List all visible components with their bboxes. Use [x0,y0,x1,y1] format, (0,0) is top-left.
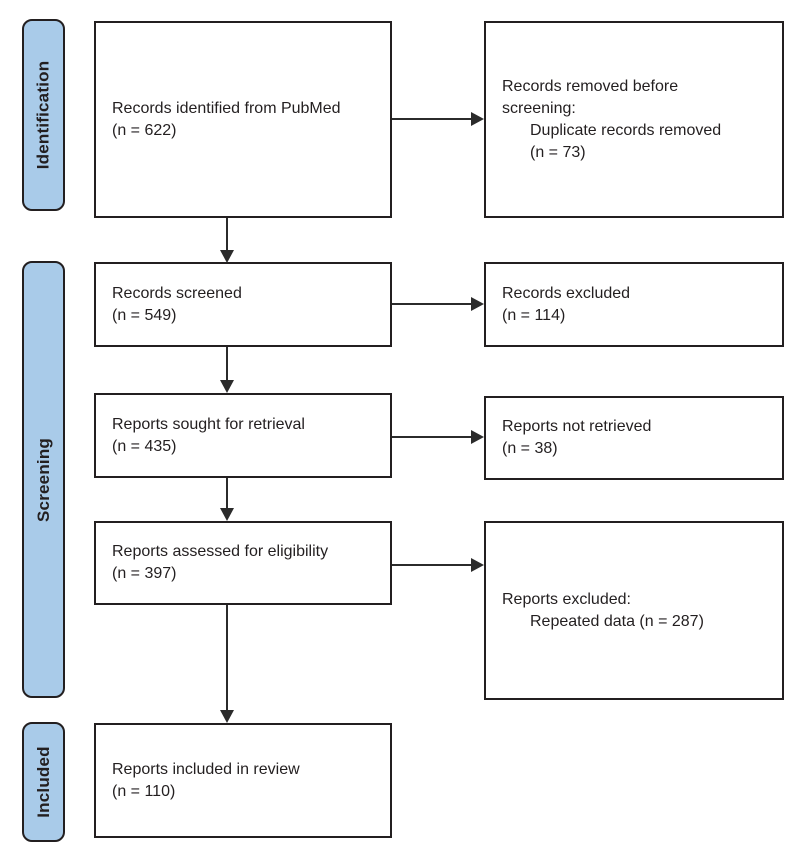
arrow-sought-to-assessed [220,478,234,521]
box-reports-assessed: Reports assessed for eligibility (n = 39… [94,521,392,605]
box-line: (n = 397) [112,565,177,582]
box-records-identified: Records identified from PubMed (n = 622) [94,21,392,218]
box-reports-sought-text: Reports sought for retrieval (n = 435) [96,408,390,464]
box-line: (n = 73) [530,143,586,161]
box-records-removed: Records removed before screening: Duplic… [484,21,784,218]
box-records-removed-text: Records removed before screening: Duplic… [486,70,782,170]
box-line: screening: [502,99,576,117]
stage-included: Included [22,722,65,842]
box-records-screened: Records screened (n = 549) [94,262,392,347]
box-line: Reports excluded: [502,590,631,608]
arrow-screened-to-excluded [392,297,484,311]
box-line: Duplicate records removed [530,121,722,139]
box-line: Reports assessed for eligibility [112,543,329,560]
box-line: (n = 435) [112,437,177,455]
box-line: (n = 114) [502,306,566,324]
box-reports-excluded-text: Reports excluded: Repeated data (n = 287… [486,583,782,639]
box-reports-not-retrieved-text: Reports not retrieved (n = 38) [486,410,782,466]
box-line: (n = 110) [112,782,176,800]
arrow-identified-to-removed [392,112,484,126]
box-reports-assessed-text: Reports assessed for eligibility (n = 39… [96,535,390,591]
arrow-assessed-to-reports-excluded [392,558,484,572]
box-records-excluded: Records excluded (n = 114) [484,262,784,347]
stage-screening: Screening [22,261,65,698]
arrow-identified-to-screened [220,218,234,263]
box-line: Records identified from PubMed [112,99,341,117]
box-line: (n = 549) [112,306,177,324]
box-reports-excluded: Reports excluded: Repeated data (n = 287… [484,521,784,700]
stage-identification-label: Identification [33,60,53,170]
arrow-sought-to-not-retrieved [392,430,484,444]
stage-identification: Identification [22,19,65,211]
box-records-screened-text: Records screened (n = 549) [96,277,390,333]
box-line: Reports not retrieved [502,418,652,435]
box-line: Reports included in review [112,760,300,778]
box-line: Records removed before [502,77,679,95]
box-records-identified-text: Records identified from PubMed (n = 622) [96,92,390,148]
box-reports-not-retrieved: Reports not retrieved (n = 38) [484,396,784,480]
box-reports-sought: Reports sought for retrieval (n = 435) [94,393,392,478]
box-reports-included-text: Reports included in review (n = 110) [96,753,390,809]
box-reports-included: Reports included in review (n = 110) [94,723,392,838]
stage-included-label: Included [33,746,53,818]
box-line: (n = 38) [502,440,558,457]
box-line: Reports sought for retrieval [112,415,305,433]
arrow-assessed-to-included [220,605,234,723]
box-line: (n = 622) [112,121,177,139]
arrow-screened-to-sought [220,347,234,393]
box-line: Records excluded [502,284,631,302]
box-line: Repeated data (n = 287) [530,612,704,630]
stage-screening-label: Screening [33,437,53,522]
box-records-excluded-text: Records excluded (n = 114) [486,277,782,333]
box-line: Records screened [112,284,242,302]
